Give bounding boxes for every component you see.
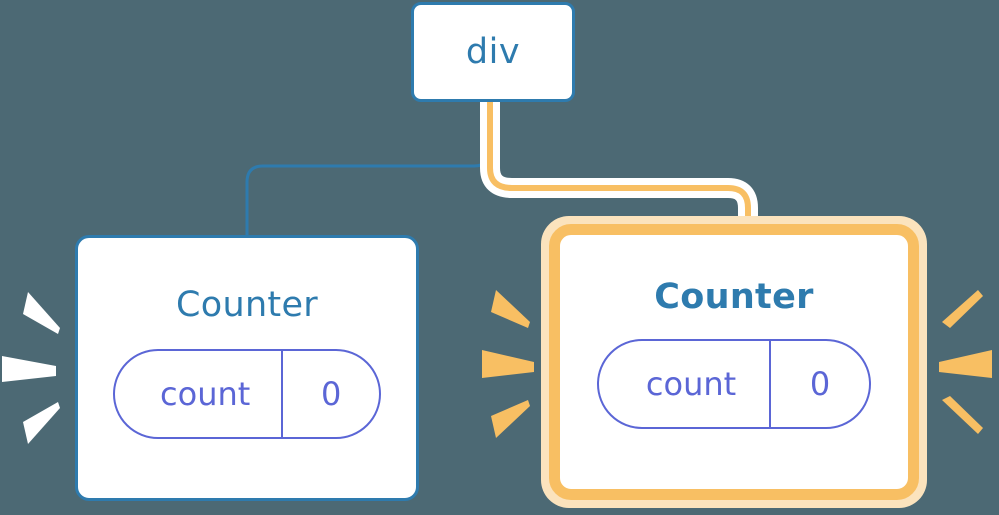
edge-div-to-counter-left (245, 102, 492, 238)
node-div-title: div (465, 31, 521, 72)
node-div[interactable]: div (411, 2, 575, 102)
node-counter-right-glow: Counter count 0 (541, 216, 927, 508)
node-counter-left[interactable]: Counter count 0 (75, 235, 419, 501)
prop-pill-counter-left: count 0 (113, 349, 381, 439)
edge-div-to-counter-right (487, 102, 751, 246)
node-counter-left-title: Counter (176, 285, 318, 325)
prop-key-count: count (160, 375, 251, 413)
prop-value-count: 0 (769, 341, 869, 427)
prop-value-count: 0 (281, 351, 379, 437)
node-counter-right-title: Counter (654, 277, 814, 317)
prop-pill-counter-right: count 0 (597, 339, 871, 429)
node-counter-right[interactable]: Counter count 0 (549, 224, 919, 500)
prop-key-count: count (645, 365, 737, 403)
